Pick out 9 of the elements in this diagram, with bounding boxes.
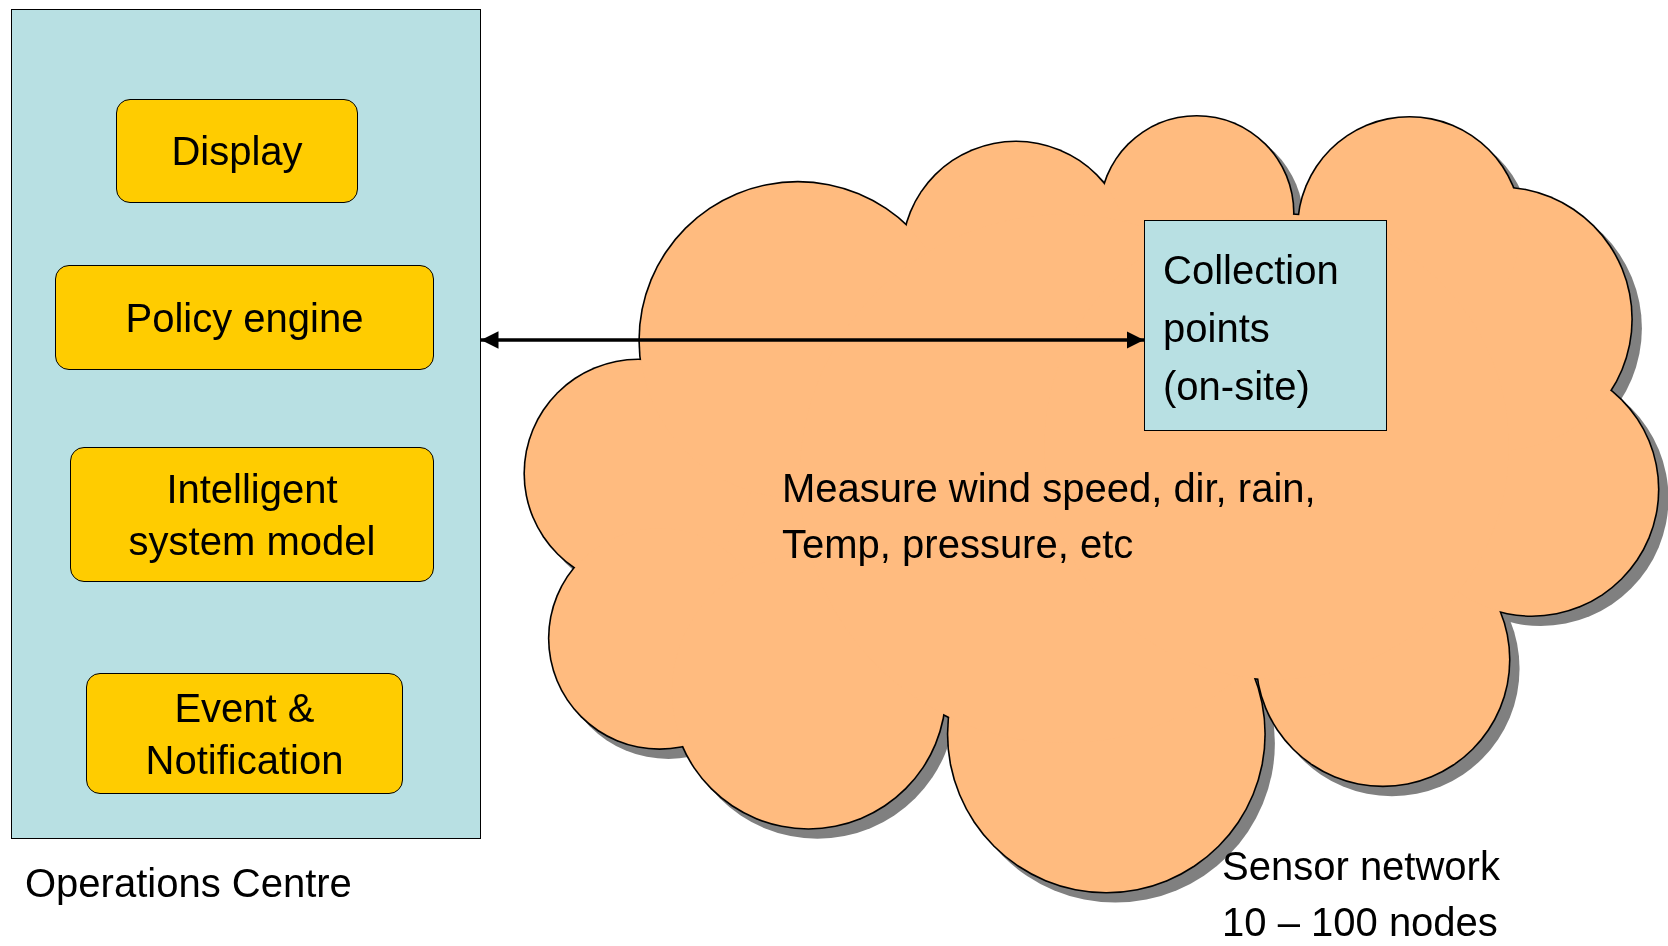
process-box: Policy engine [55, 265, 434, 370]
cloud-description: Measure wind speed, dir, rain, Temp, pressure, etc [782, 465, 1317, 568]
process-box: Display [116, 99, 358, 203]
collection-box: Collection points (on-site) [1144, 220, 1387, 431]
process-box: Intelligent system model [70, 447, 434, 582]
cloud-caption: Sensor network 10 – 100 nodes [1222, 843, 1501, 946]
process-box: Event & Notification [86, 673, 403, 794]
panel-heading: Operations Centre [25, 860, 352, 907]
double-arrow [481, 331, 1144, 349]
